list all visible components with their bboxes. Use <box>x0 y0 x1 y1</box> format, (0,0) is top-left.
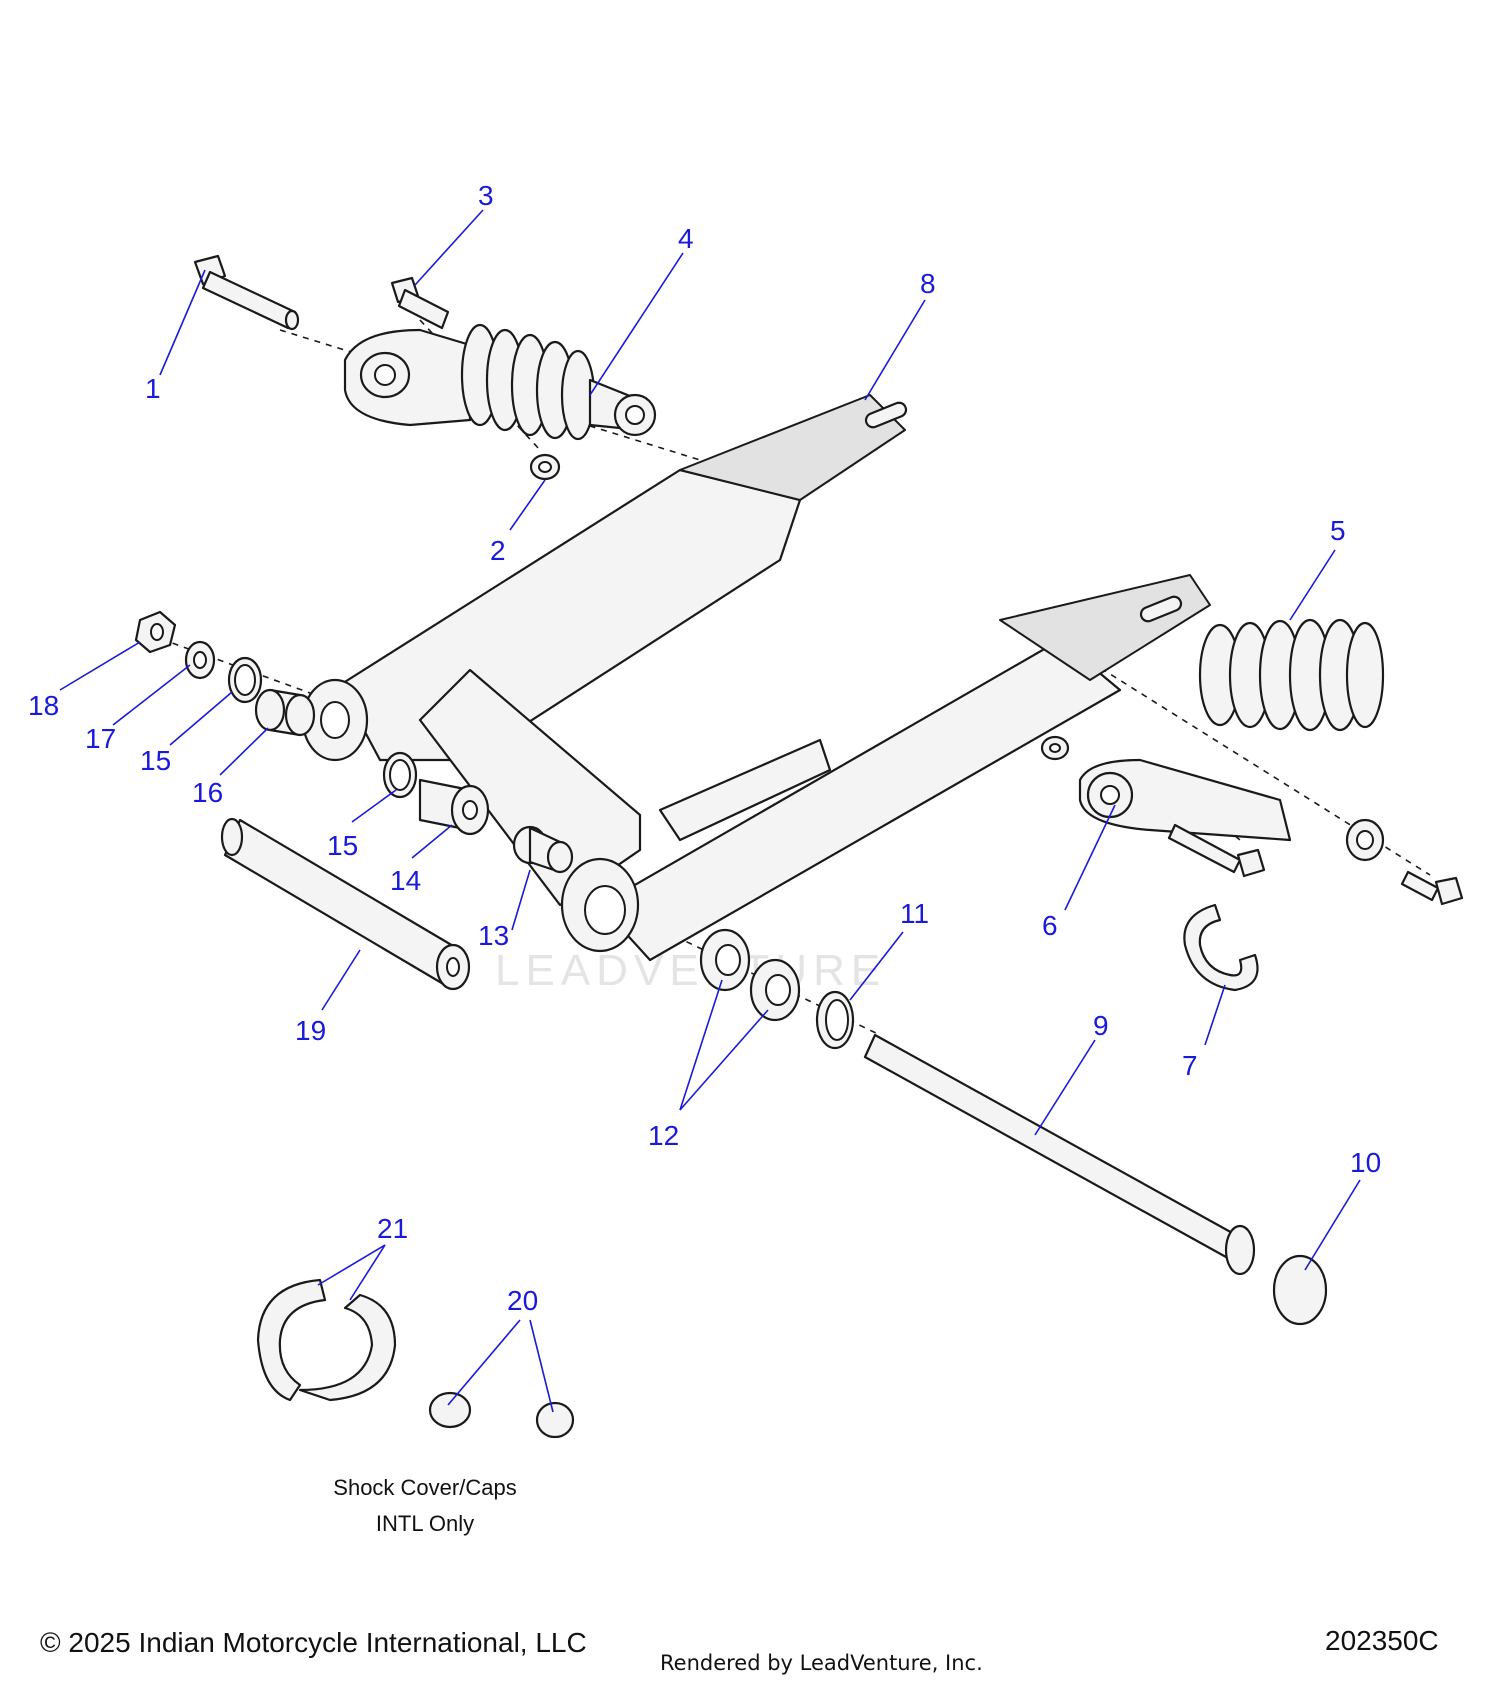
callout-4[interactable]: 4 <box>678 223 694 254</box>
callout-17[interactable]: 17 <box>85 723 116 754</box>
callout-10[interactable]: 10 <box>1350 1147 1381 1178</box>
callout-20[interactable]: 20 <box>507 1285 538 1316</box>
swingarm <box>301 394 1211 962</box>
part-21-shock-cover <box>256 1278 397 1402</box>
part-13-bushing <box>512 825 574 874</box>
callout-numbers: 1 2 3 4 5 6 7 8 9 10 11 12 13 14 15 15 1… <box>28 180 1381 1316</box>
callout-6[interactable]: 6 <box>1042 910 1058 941</box>
part-9-pivot-shaft <box>863 1033 1256 1276</box>
footer-copyright: © 2025 Indian Motorcycle International, … <box>40 1627 587 1658</box>
callout-2[interactable]: 2 <box>490 535 506 566</box>
callout-18[interactable]: 18 <box>28 690 59 721</box>
part-6-shock-absorber <box>1040 735 1464 906</box>
footer-diagram-id: 202350C <box>1325 1625 1439 1656</box>
part-15-o-rings <box>227 656 418 799</box>
part-12-bearings <box>699 928 801 1022</box>
part-2-washer <box>529 453 561 481</box>
callout-16[interactable]: 16 <box>192 777 223 808</box>
part-14-spacer <box>418 778 490 836</box>
callout-13[interactable]: 13 <box>478 920 509 951</box>
shock-spring-coils <box>460 323 596 441</box>
note-line-1: Shock Cover/Caps <box>333 1475 517 1500</box>
part-3-bolt <box>390 276 450 330</box>
part-10-pivot-cap <box>1272 1254 1328 1326</box>
callout-11[interactable]: 11 <box>900 898 929 929</box>
part-11-retaining-ring <box>815 990 855 1050</box>
callout-19[interactable]: 19 <box>295 1015 326 1046</box>
part-17-washer <box>184 640 216 680</box>
callout-9[interactable]: 9 <box>1093 1010 1109 1041</box>
part-4-shock-absorber <box>343 323 657 441</box>
part-20-caps <box>428 1391 575 1439</box>
part-7-spring-collar <box>1183 903 1259 992</box>
leader-lines <box>59 209 1361 1413</box>
callout-1[interactable]: 1 <box>145 373 161 404</box>
callout-5[interactable]: 5 <box>1330 515 1346 546</box>
part-5-spring <box>1198 618 1385 732</box>
callout-21[interactable]: 21 <box>377 1213 408 1244</box>
footer-rendered-by: Rendered by LeadVenture, Inc. <box>660 1651 983 1675</box>
callout-12[interactable]: 12 <box>648 1120 679 1151</box>
part-1-bolt <box>193 254 300 331</box>
callout-14[interactable]: 14 <box>390 865 421 896</box>
watermark-text: LEADVENTURE <box>495 946 886 995</box>
callout-7[interactable]: 7 <box>1182 1050 1198 1081</box>
callout-3[interactable]: 3 <box>478 180 494 211</box>
part-19-pin <box>220 817 471 991</box>
callout-15-upper[interactable]: 15 <box>140 745 171 776</box>
note-line-2: INTL Only <box>375 1511 475 1536</box>
callout-8[interactable]: 8 <box>920 268 936 299</box>
callout-15-lower[interactable]: 15 <box>327 830 358 861</box>
part-18-nut <box>134 610 177 654</box>
part-16-sleeve <box>254 688 316 737</box>
note-shock-cover-caps: Shock Cover/Caps INTL Only <box>270 1470 580 1542</box>
